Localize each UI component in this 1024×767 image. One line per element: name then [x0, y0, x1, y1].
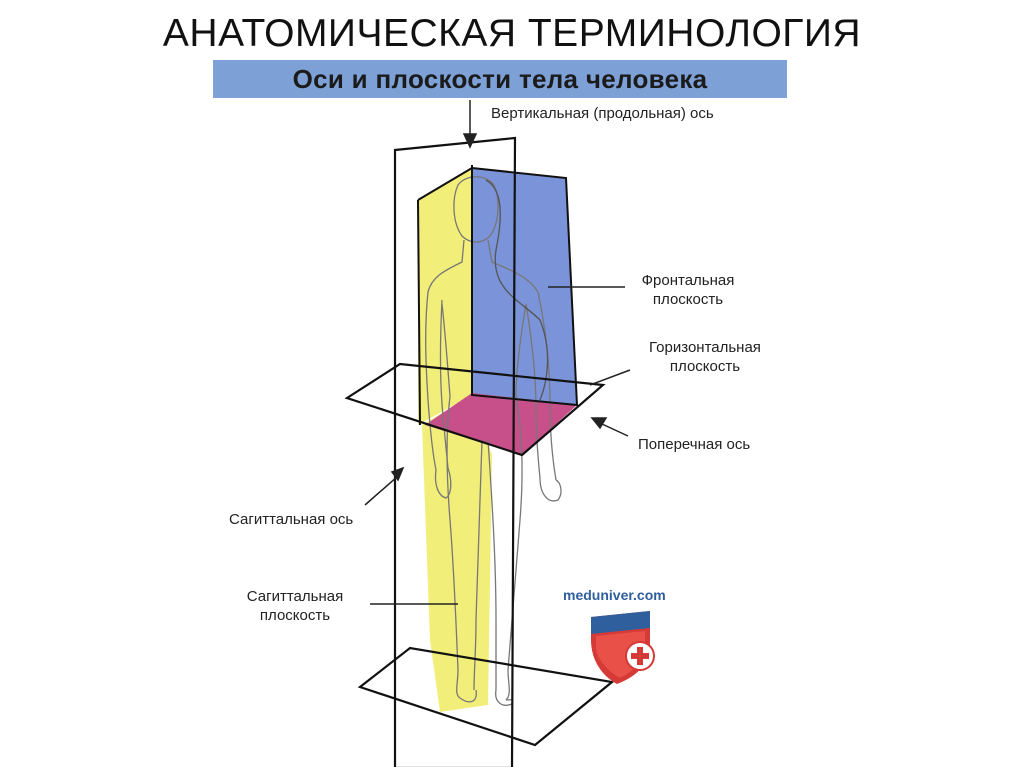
slide-title: АНАТОМИЧЕСКАЯ ТЕРМИНОЛОГИЯ	[162, 12, 862, 55]
shield-cross-icon	[591, 611, 655, 684]
frontal-plane-label-line2: плоскость	[652, 291, 724, 308]
sagittal-axis-label: Сагиттальная ось	[229, 511, 354, 528]
sagittal-plane-label: Сагиттальная плоскость	[226, 587, 364, 625]
human-body-outline	[425, 176, 562, 706]
sagittal-plane-lower	[422, 395, 492, 712]
frontal-plane-label: Фронтальная плоскость	[628, 271, 748, 309]
logo-text: meduniver.com	[563, 587, 666, 603]
vertical-axis-label: Вертикальная (продольная) ось	[491, 105, 714, 122]
horizontal-plane-label: Горизонтальная плоскость	[630, 338, 780, 376]
transverse-axis-label: Поперечная ось	[638, 436, 751, 453]
horizontal-plane-label-line1: Горизонтальная	[649, 339, 761, 356]
frontal-plane	[472, 168, 577, 405]
pointer-lines	[364, 100, 631, 605]
diagram-banner: Оси и плоскости тела человека	[213, 60, 787, 98]
sagittal-plane-label-line2: плоскость	[259, 607, 331, 624]
horizontal-plane-label-line2: плоскость	[669, 358, 741, 375]
sagittal-plane	[418, 168, 472, 425]
frontal-plane-label-line1: Фронтальная	[641, 272, 735, 289]
plane-outlines	[344, 136, 615, 767]
sagittal-plane-label-line1: Сагиттальная	[246, 588, 344, 605]
